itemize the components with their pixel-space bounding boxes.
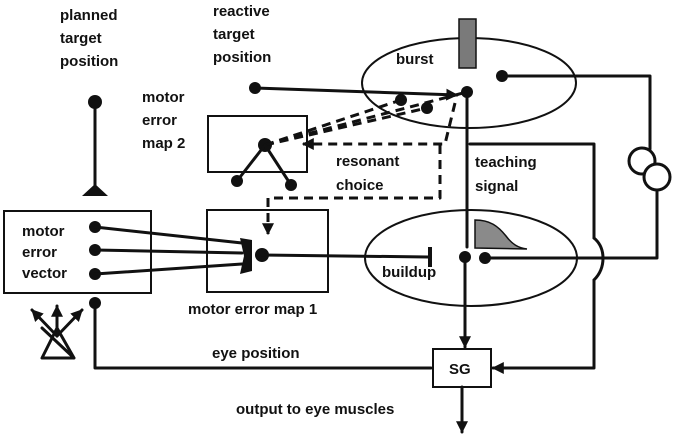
burst-to-loop-wire	[500, 74, 652, 151]
dash-map2-to-burst-c	[264, 90, 468, 147]
reactive-target-label-line3: position	[213, 49, 271, 66]
mev-wire-1	[93, 225, 244, 245]
planned-target-label-line2: target	[60, 30, 102, 47]
dash-map2-to-burst-b	[264, 106, 428, 147]
motor-error-map-2-label-line3: map 2	[142, 135, 185, 152]
motor-error-map-2-label-line2: error	[142, 112, 177, 129]
mev-wire-2	[93, 248, 244, 255]
dash-burst-to-map2	[301, 102, 457, 150]
vector-arrow-right	[55, 308, 84, 338]
buildup-activity-profile	[474, 219, 528, 250]
map1-input-terminal	[240, 238, 252, 274]
vector-arrow-left	[30, 308, 59, 338]
burst-activity-bar	[458, 18, 477, 69]
planned-target-label-line1: planned	[60, 7, 118, 24]
output-label: output to eye muscles	[236, 401, 394, 418]
planned-target-label-line3: position	[60, 53, 118, 70]
motor-error-map-1-label: motor error map 1	[188, 301, 317, 318]
loop-synapse-bottom	[642, 162, 672, 192]
motor-error-vector-label-line3: vector	[22, 265, 67, 282]
reactive-target-arrow	[253, 86, 459, 101]
resonant-choice-label-line2: choice	[336, 177, 384, 194]
teaching-signal-crossover	[592, 236, 605, 282]
motor-error-map-2-box	[207, 115, 308, 173]
motor-error-vector-label-line1: motor	[22, 223, 65, 240]
mev-wire-3	[93, 262, 244, 276]
eye-position-wire	[93, 301, 433, 370]
reactive-target-label-line1: reactive	[213, 3, 270, 20]
burst-label: burst	[396, 51, 434, 68]
dash-resonant-to-map1	[262, 145, 442, 236]
vector-cross-symbol	[40, 326, 76, 360]
teaching-signal-label-line1: teaching	[475, 154, 537, 171]
buildup-input-node	[479, 252, 491, 264]
teaching-signal-label-line2: signal	[475, 178, 518, 195]
teaching-signal-wire	[468, 142, 596, 240]
map2-branch-right	[263, 143, 293, 187]
eye-position-label: eye position	[212, 345, 300, 362]
loop-to-buildup-wire	[483, 188, 659, 260]
planned-target-triangle	[82, 184, 108, 196]
dash-map2-to-burst-a	[264, 98, 402, 147]
sg-label: SG	[449, 361, 471, 378]
motor-error-vector-label-line2: error	[22, 244, 57, 261]
map2-branch-left	[235, 143, 267, 183]
resonant-choice-label-line1: resonant	[336, 153, 399, 170]
map1-to-buildup-wire	[260, 253, 430, 259]
teaching-to-sg-wire	[491, 278, 596, 374]
reactive-target-label-line2: target	[213, 26, 255, 43]
motor-error-map-2-label-line1: motor	[142, 89, 185, 106]
buildup-label: buildup	[382, 264, 436, 281]
